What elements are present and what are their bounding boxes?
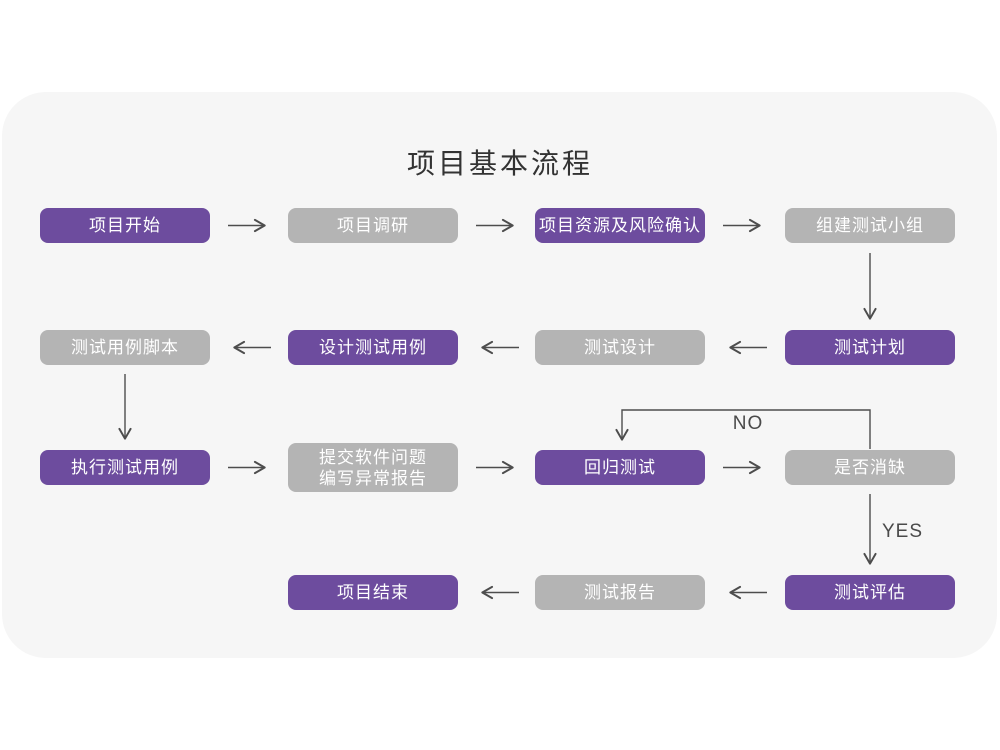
flowchart-card <box>2 92 997 658</box>
edge-label-yes: YES <box>882 521 924 542</box>
page-title: 项目基本流程 <box>406 148 593 179</box>
node-label: 是否消缺 <box>834 458 906 477</box>
node-label: 设计测试用例 <box>319 338 427 357</box>
node-project-end: 项目结束 <box>288 575 458 610</box>
node-build-test-team: 组建测试小组 <box>785 208 955 243</box>
node-label: 执行测试用例 <box>71 458 179 477</box>
node-label: 项目资源及风险确认 <box>539 216 701 235</box>
node-test-plan: 测试计划 <box>785 330 955 365</box>
node-design-test-cases: 设计测试用例 <box>288 330 458 365</box>
node-label: 测试报告 <box>584 583 656 602</box>
node-label-line1: 提交软件问题 <box>319 447 427 467</box>
node-defect-cleared: 是否消缺 <box>785 450 955 485</box>
node-regression-test: 回归测试 <box>535 450 705 485</box>
node-resources-risk: 项目资源及风险确认 <box>535 208 705 243</box>
node-test-evaluation: 测试评估 <box>785 575 955 610</box>
node-submit-issue-report: 提交软件问题 编写异常报告 <box>288 443 458 492</box>
node-label-line2: 编写异常报告 <box>319 468 427 488</box>
node-project-start: 项目开始 <box>40 208 210 243</box>
node-test-report: 测试报告 <box>535 575 705 610</box>
node-label: 项目结束 <box>337 583 409 602</box>
node-label: 测试计划 <box>834 338 906 357</box>
node-label: 测试评估 <box>834 583 906 602</box>
node-label: 项目调研 <box>337 216 409 235</box>
node-label: 回归测试 <box>584 458 656 477</box>
node-label: 测试设计 <box>584 338 656 357</box>
node-label: 组建测试小组 <box>816 216 924 235</box>
edge-label-no: NO <box>732 413 764 434</box>
node-execute-test-cases: 执行测试用例 <box>40 450 210 485</box>
node-project-research: 项目调研 <box>288 208 458 243</box>
node-test-design: 测试设计 <box>535 330 705 365</box>
node-label: 测试用例脚本 <box>71 338 179 357</box>
node-label: 项目开始 <box>89 216 161 235</box>
node-test-case-script: 测试用例脚本 <box>40 330 210 365</box>
